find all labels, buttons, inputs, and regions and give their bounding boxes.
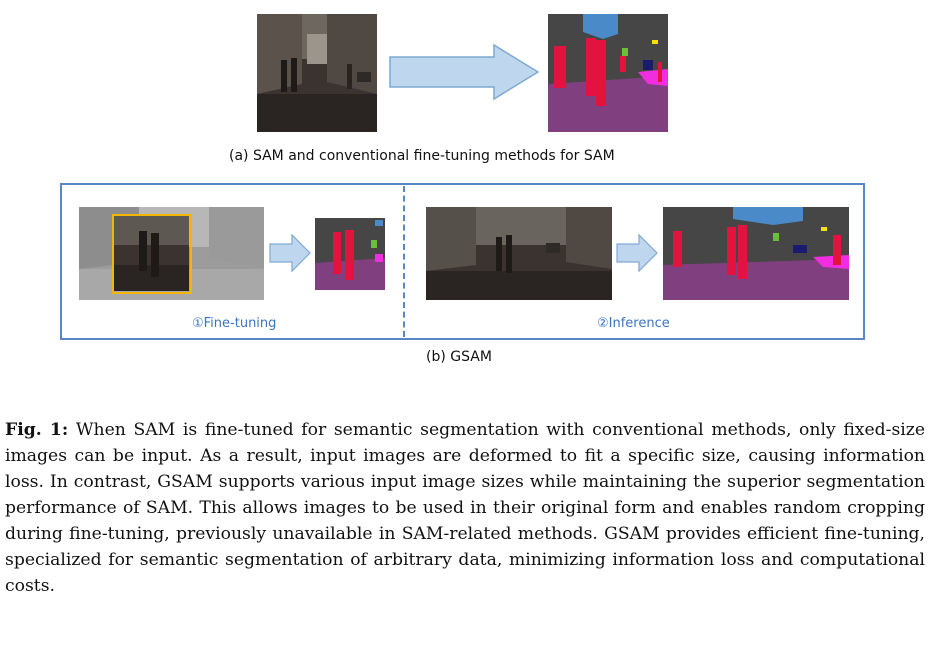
- panel-divider: [403, 186, 405, 337]
- crop-region: [113, 215, 189, 291]
- arrow-right-icon: [269, 233, 311, 273]
- segmentation-map-a: [548, 14, 668, 132]
- subfigure-b-label: (b) GSAM: [426, 349, 492, 365]
- segmentation-map-finetune: [315, 218, 385, 290]
- arrow-right-icon: [389, 43, 540, 101]
- caption-prefix: Fig. 1:: [5, 420, 69, 440]
- gsam-frame: [60, 183, 865, 340]
- inference-panel-label: ②Inference: [597, 316, 670, 331]
- subfigure-a-label: (a) SAM and conventional fine-tuning met…: [229, 148, 615, 164]
- street-photo-inference: [426, 207, 612, 300]
- street-photo-a: [257, 14, 377, 132]
- figure-caption: Fig. 1: When SAM is fine-tuned for seman…: [5, 417, 925, 599]
- arrow-right-icon: [616, 233, 658, 273]
- segmentation-map-inference: [663, 207, 849, 300]
- caption-text: When SAM is fine-tuned for semantic segm…: [5, 420, 926, 596]
- finetuning-panel-label: ①Fine-tuning: [192, 316, 277, 331]
- crop-box: [112, 214, 192, 294]
